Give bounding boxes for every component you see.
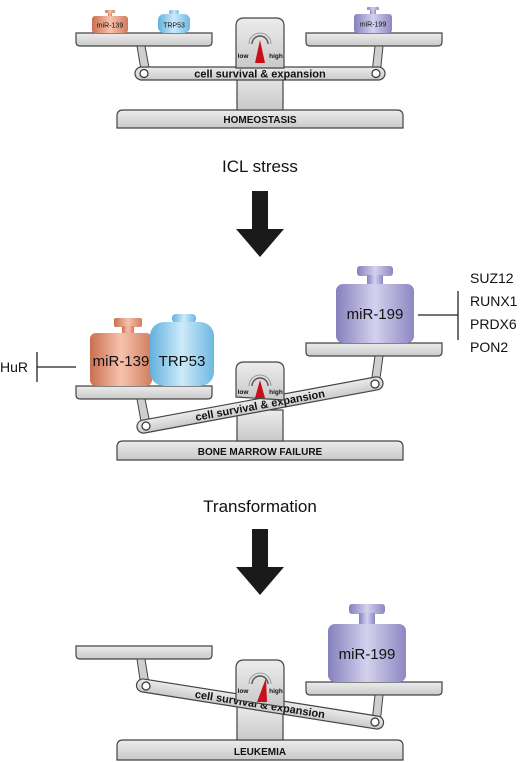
gauge-high-label: high [269, 53, 283, 60]
target-suz12: SUZ12 [470, 270, 514, 286]
weight-mir139: miR-139 [90, 318, 152, 386]
weight-mir199: miR-199 [328, 604, 406, 682]
weight-mir139: miR-139 [92, 10, 128, 33]
homeostasis-panel: HOMEOSTASIS cell survival & expansion lo… [75, 7, 443, 129]
svg-text:TRP53: TRP53 [163, 23, 185, 30]
svg-text:TRP53: TRP53 [159, 353, 206, 370]
beam-pivot [370, 379, 380, 389]
scale-column [236, 409, 284, 442]
gauge-needle [255, 380, 265, 398]
gauge-dial [248, 32, 272, 45]
weight-mir199: miR-199 [354, 7, 392, 33]
gauge-dial [251, 377, 269, 387]
svg-text:miR-139: miR-139 [93, 353, 150, 370]
gauge-dial [251, 675, 269, 685]
weight-mir199: miR-199 [336, 266, 414, 343]
gauge-dial [248, 672, 272, 685]
beam-pivot [371, 68, 381, 79]
scale-base [116, 109, 404, 129]
svg-text:miR-199: miR-199 [347, 306, 404, 323]
svg-text:miR-199: miR-199 [360, 22, 387, 29]
svg-text:miR-199: miR-199 [339, 646, 396, 663]
gauge-needle [255, 40, 265, 63]
gauge-dial [248, 374, 272, 387]
down-arrow [236, 529, 284, 595]
beam-pivot [141, 681, 151, 691]
gauge-housing [235, 659, 285, 708]
right-pan [305, 681, 443, 696]
transition-label-transformation: Transformation [203, 497, 317, 516]
transition-label-icl-stress: ICL stress [222, 157, 298, 176]
gauge-dial [251, 35, 269, 45]
gauge-needle [257, 678, 267, 702]
scale-base [116, 739, 404, 761]
beam-pivot [141, 421, 151, 431]
gauge-low-label: low [238, 389, 250, 396]
gauge-low-label: low [238, 688, 250, 695]
left-pan [75, 385, 213, 400]
gauge-low-label: low [238, 53, 250, 60]
scale-base [116, 440, 404, 461]
gauge-high-label: high [269, 389, 283, 396]
left-pan [75, 645, 213, 660]
weight-trp53: TRP53 [150, 314, 214, 386]
beam-pivot [139, 68, 149, 79]
down-arrow [236, 191, 284, 257]
leukemia-panel: LEUKEMIA cell survival & expansion low h… [75, 604, 443, 761]
svg-text:miR-139: miR-139 [97, 23, 124, 30]
beam-label: cell survival & expansion [194, 69, 326, 81]
right-pan [305, 342, 443, 357]
target-prdx6: PRDX6 [470, 316, 517, 332]
panel-label: BONE MARROW FAILURE [198, 447, 323, 458]
bone-marrow-failure-panel: BONE MARROW FAILURE cell survival & expa… [0, 266, 518, 461]
target-pon2: PON2 [470, 339, 508, 355]
target-runx1: RUNX1 [470, 293, 518, 309]
inhibitor-hur: HuR [0, 359, 28, 375]
beam-pivot [370, 717, 380, 727]
weight-trp53: TRP53 [158, 10, 190, 33]
gauge-high-label: high [269, 688, 283, 695]
panel-label: LEUKEMIA [234, 747, 286, 758]
left-pan [75, 32, 213, 47]
panel-label: HOMEOSTASIS [223, 115, 296, 126]
right-pan [305, 32, 443, 47]
